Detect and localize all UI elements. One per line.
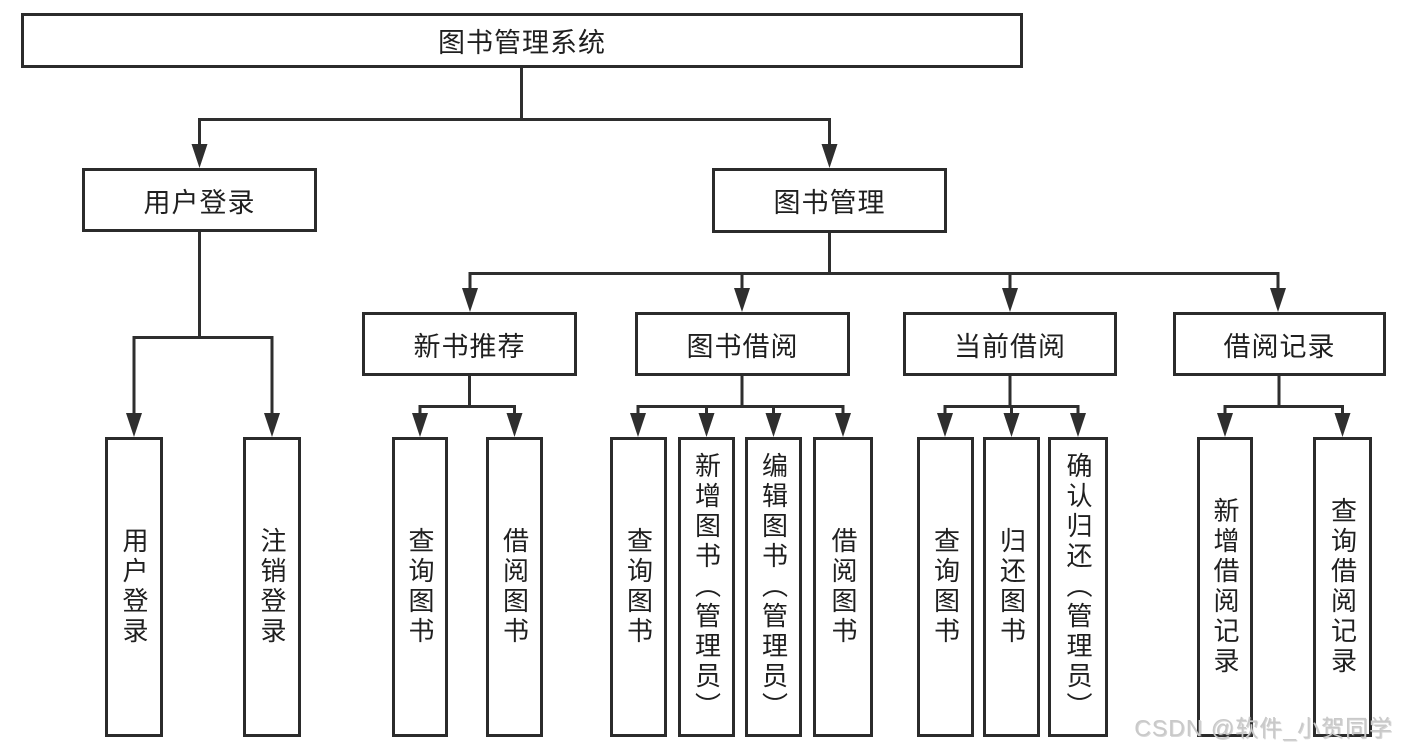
leaf-borrow-edit-books-admin: 编辑图书（管理员）	[745, 437, 802, 737]
leaf-newrec-query-books-label: 查询图书	[405, 527, 435, 647]
csdn-watermark: CSDN @软件_小贺同学	[1134, 715, 1393, 741]
leaf-current-query-books-label: 查询图书	[930, 527, 961, 647]
leaf-records-add-record-label: 新增借阅记录	[1210, 497, 1240, 677]
leaf-current-confirm-return-admin: 确认归还（管理员）	[1048, 437, 1108, 737]
leaf-borrow-add-books-admin: 新增图书（管理员）	[678, 437, 735, 737]
leaf-borrow-borrow-books: 借阅图书	[813, 437, 873, 737]
leaf-borrow-borrow-books-label: 借阅图书	[828, 527, 858, 647]
leaf-records-query-record: 查询借阅记录	[1313, 437, 1372, 737]
node-user-login: 用户登录	[82, 168, 317, 232]
connector-user-login-to-leaves	[126, 230, 280, 437]
leaf-borrow-add-books-admin-label: 新增图书（管理员）	[691, 452, 722, 722]
connector-root-to-level2	[191, 66, 838, 168]
leaf-newrec-borrow-books-label: 借阅图书	[499, 527, 530, 647]
node-root-label: 图书管理系统	[438, 28, 606, 58]
node-new-book-recommend: 新书推荐	[362, 312, 577, 376]
node-current-borrow: 当前借阅	[903, 312, 1117, 376]
leaf-newrec-borrow-books: 借阅图书	[486, 437, 543, 737]
leaf-records-add-record: 新增借阅记录	[1197, 437, 1253, 737]
node-book-borrow-label: 图书借阅	[686, 331, 799, 362]
leaf-borrow-query-books-label: 查询图书	[623, 527, 654, 647]
node-borrow-records: 借阅记录	[1173, 312, 1386, 376]
leaf-logout: 注销登录	[243, 437, 301, 737]
leaf-current-confirm-return-admin-label: 确认归还（管理员）	[1063, 452, 1093, 722]
leaf-current-return-books: 归还图书	[983, 437, 1040, 737]
node-book-management-label: 图书管理	[773, 188, 886, 218]
node-new-book-recommend-label: 新书推荐	[413, 331, 526, 362]
leaf-current-return-books-label: 归还图书	[996, 527, 1027, 647]
connector-book-management-to-level3	[462, 231, 1286, 312]
connector-book-borrow-to-leaves	[630, 374, 851, 437]
connector-new-book-recommend-to-leaves	[412, 374, 523, 437]
leaf-records-query-record-label: 查询借阅记录	[1327, 497, 1358, 677]
connector-current-borrow-to-leaves	[937, 374, 1086, 437]
leaf-logout-label: 注销登录	[257, 527, 287, 647]
leaf-user-login: 用户登录	[105, 437, 163, 737]
node-root: 图书管理系统	[21, 13, 1023, 68]
node-current-borrow-label: 当前借阅	[954, 331, 1066, 362]
leaf-borrow-query-books: 查询图书	[610, 437, 667, 737]
connector-borrow-records-to-leaves	[1217, 374, 1351, 437]
node-book-borrow: 图书借阅	[635, 312, 850, 376]
leaf-newrec-query-books: 查询图书	[392, 437, 448, 737]
leaf-current-query-books: 查询图书	[917, 437, 974, 737]
leaf-borrow-edit-books-admin-label: 编辑图书（管理员）	[758, 452, 789, 722]
node-book-management: 图书管理	[712, 168, 947, 233]
leaf-user-login-label: 用户登录	[119, 527, 149, 647]
node-borrow-records-label: 借阅记录	[1223, 331, 1336, 362]
node-user-login-label: 用户登录	[143, 187, 256, 218]
